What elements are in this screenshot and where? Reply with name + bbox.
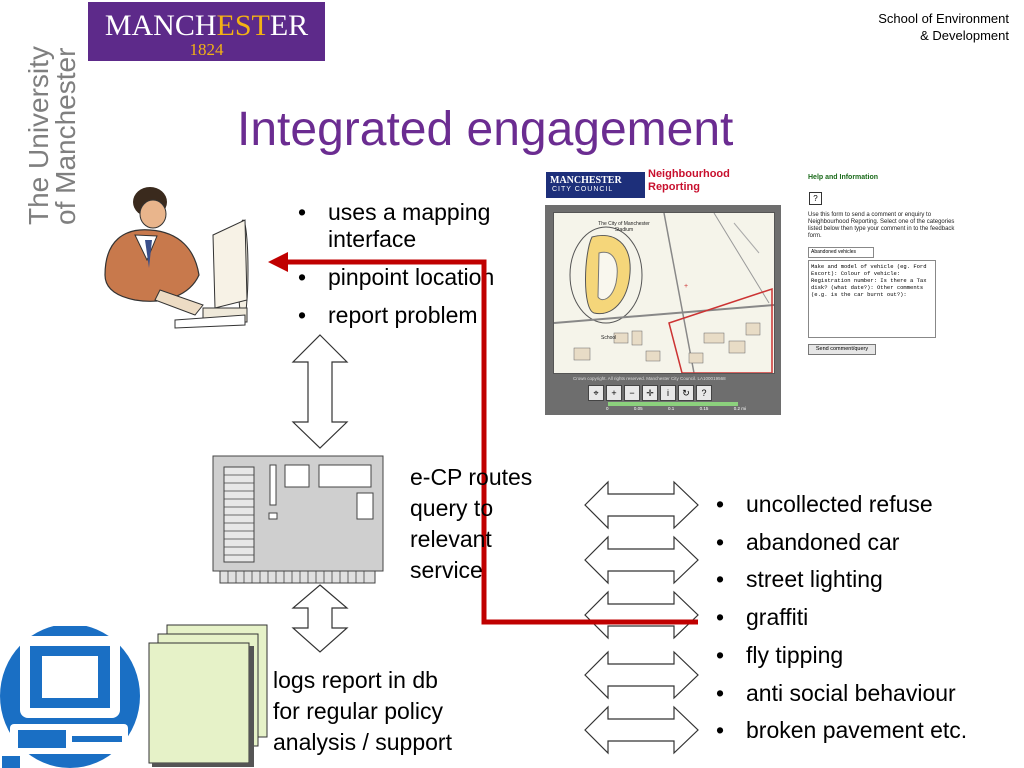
zoom-in-icon[interactable]: + (606, 385, 622, 401)
horizontal-double-arrow (584, 650, 699, 700)
scale-bar (608, 402, 738, 406)
pan-icon[interactable]: ⌖ (588, 385, 604, 401)
documents-stack-icon (148, 624, 268, 767)
help-panel: Help and Information (808, 174, 958, 187)
council-logo: MANCHESTER CITY COUNCIL (546, 172, 645, 198)
category-select[interactable]: Abandoned vehicles (808, 247, 874, 258)
logo-wordmark: MANCHESTER (104, 9, 309, 42)
horizontal-double-arrow (584, 705, 699, 755)
vertical-double-arrow (291, 334, 349, 449)
list-item: street lighting (708, 561, 1024, 599)
school-line1: School of Environment (878, 11, 1009, 26)
list-item: fly tipping (708, 637, 1024, 675)
scale-label: 0.15 (699, 406, 709, 411)
horizontal-double-arrow (584, 590, 699, 640)
ecp-line: relevant (410, 526, 492, 552)
scale-label: 0 (606, 406, 609, 411)
map-label-stadium: The City of Manchester Stadium (598, 221, 650, 233)
citizen-actions-list: uses a mapping interface pinpoint locati… (290, 199, 550, 340)
scale-label: 0.1 (667, 406, 675, 411)
citizen-at-computer-illustration (104, 187, 249, 329)
scale-label: 0.05 (633, 406, 643, 411)
move-icon[interactable]: ✛ (642, 385, 658, 401)
scale-labels: 0 0.05 0.1 0.15 0.2 mi (606, 406, 746, 411)
help-icon[interactable]: ? (696, 385, 712, 401)
list-item: uses a mapping interface (290, 199, 550, 253)
list-item: report problem (290, 302, 550, 329)
neighbourhood-reporting-heading: Neighbourhood Reporting (648, 168, 730, 194)
info-icon[interactable]: i (660, 385, 676, 401)
route-line (285, 259, 698, 625)
ecp-line: query to (410, 495, 494, 521)
service-types-list: uncollected refuse abandoned car street … (708, 486, 1024, 750)
list-item: anti social behaviour (708, 675, 1024, 713)
ecp-line: e-CP routes (410, 464, 533, 490)
db-line: logs report in db (273, 667, 438, 693)
db-line: for regular policy (273, 698, 444, 724)
list-item: broken pavement etc. (708, 712, 1024, 750)
map-label-school: School (601, 335, 617, 341)
help-description: Use this form to send a comment or enqui… (808, 212, 955, 239)
horizontal-double-arrow (584, 480, 699, 530)
comment-textarea[interactable]: Make and model of vehicle (eg. Ford Esco… (808, 260, 936, 338)
computer-icon (0, 626, 140, 768)
route-arrowhead (268, 252, 288, 272)
svg-text:+: + (684, 283, 688, 290)
logo-year: 1824 (189, 40, 224, 59)
slide-title: Integrated engagement (237, 103, 734, 156)
server-unit-illustration (212, 455, 384, 584)
ecp-line: service (410, 557, 483, 583)
help-question-icon[interactable]: ? (809, 192, 822, 205)
heading-line2: Reporting (648, 181, 700, 193)
zoom-out-icon[interactable]: − (624, 385, 640, 401)
list-item: uncollected refuse (708, 486, 1024, 524)
heading-line1: Neighbourhood (648, 168, 730, 180)
university-logo: MANCHESTER 1824 (88, 2, 325, 61)
help-title: Help and Information (808, 174, 878, 181)
council-name: MANCHESTER (550, 175, 622, 186)
list-item: graffiti (708, 599, 1024, 637)
ecp-description: e-CP routes query to relevant service (410, 462, 532, 586)
db-log-description: logs report in db for regular policy ana… (273, 665, 452, 758)
school-line2: & Development (920, 28, 1009, 43)
scale-label: 0.2 mi (733, 406, 746, 411)
map-copyright: Crown copyright. All rights reserved. Ma… (573, 376, 726, 381)
list-item: abandoned car (708, 524, 1024, 562)
school-name: School of Environment & Development (878, 10, 1009, 44)
db-line: analysis / support (273, 729, 452, 755)
list-item: pinpoint location (290, 264, 550, 291)
council-subtitle: CITY COUNCIL (552, 186, 614, 193)
refresh-icon[interactable]: ↻ (678, 385, 694, 401)
send-comment-button[interactable]: Send comment/query (808, 344, 876, 355)
vertical-double-arrow (291, 584, 349, 653)
street-map[interactable]: + The City of Manchester Stadium School (553, 212, 775, 374)
horizontal-double-arrow (584, 535, 699, 585)
